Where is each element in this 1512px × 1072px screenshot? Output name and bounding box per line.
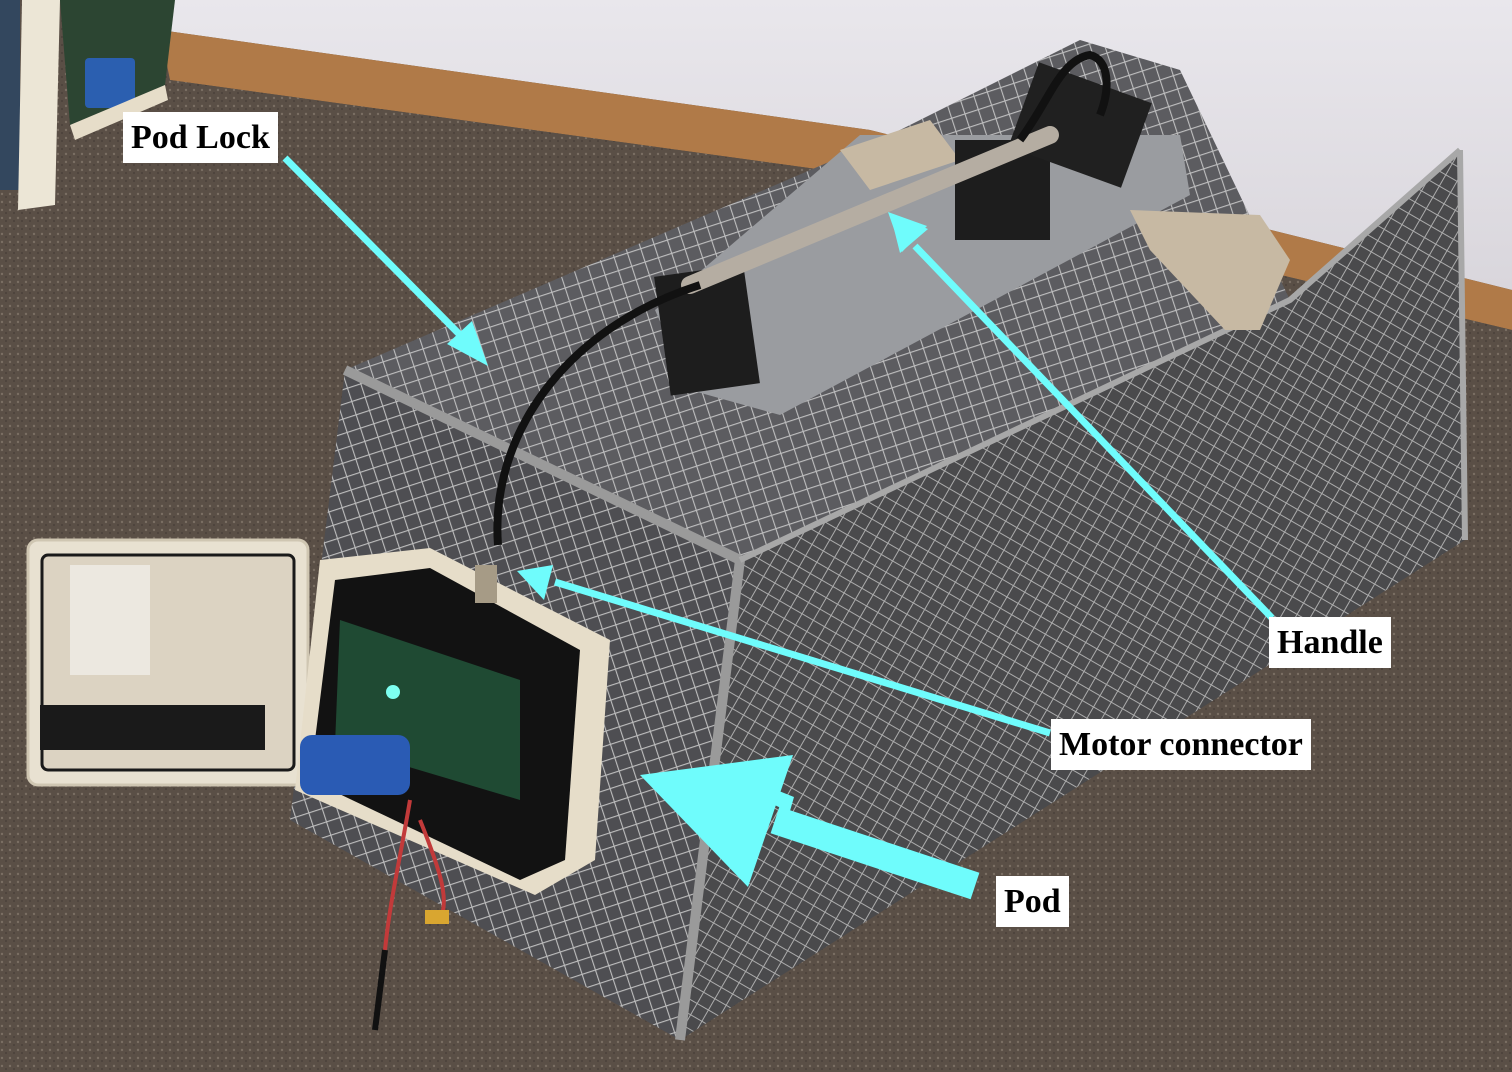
pod-lock-arrow bbox=[282, 155, 488, 366]
handle-arrow bbox=[888, 212, 1275, 621]
pod-body bbox=[295, 548, 610, 1031]
background-pod bbox=[0, 0, 175, 210]
bracket-left bbox=[840, 120, 960, 190]
bracket-right bbox=[1130, 210, 1290, 330]
pod-lid bbox=[26, 538, 310, 787]
motor-connector-arrow bbox=[517, 565, 1052, 737]
mount-left bbox=[654, 264, 760, 396]
motor-cable bbox=[493, 50, 1111, 546]
motor-block bbox=[1008, 62, 1152, 188]
top-plate bbox=[655, 135, 1190, 415]
pod-lock-label: Pod Lock bbox=[123, 112, 278, 163]
pod-label: Pod bbox=[996, 876, 1069, 927]
motor-connector-label: Motor connector bbox=[1051, 719, 1311, 770]
handle-rod bbox=[681, 126, 1059, 294]
pod-arrow bbox=[640, 755, 980, 900]
baseboard bbox=[160, 30, 1512, 330]
handle-label: Handle bbox=[1269, 617, 1391, 668]
